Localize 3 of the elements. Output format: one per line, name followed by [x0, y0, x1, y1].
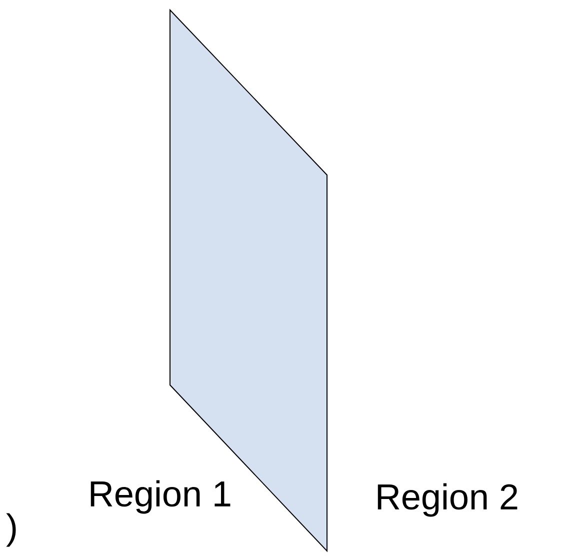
- parenthesis: ): [6, 513, 16, 547]
- region-label: Region 2: [378, 483, 518, 517]
- region-label: Region 1: [90, 480, 230, 514]
